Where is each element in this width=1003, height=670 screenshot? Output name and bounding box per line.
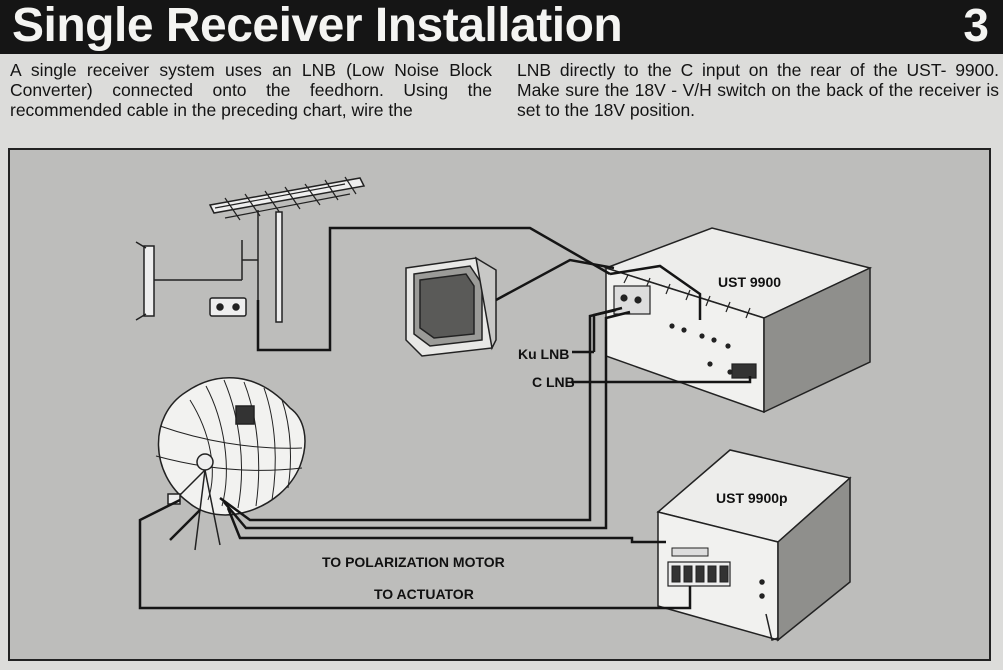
wall-bracket-icon — [135, 241, 242, 321]
positioner-label: UST 9900p — [716, 490, 788, 506]
page-number: 3 — [963, 0, 989, 51]
intro-text-right: LNB directly to the C input on the rear … — [517, 60, 999, 120]
intro-text-left: A single receiver system uses an LNB (Lo… — [10, 60, 492, 120]
receiver-ust9900-icon — [603, 227, 873, 414]
ku-lnb-label: Ku LNB — [518, 346, 570, 362]
splitter-icon — [209, 297, 247, 317]
installation-diagram: UST 9900 UST 9900p Ku LNB C LNB TO POLAR… — [8, 148, 991, 661]
tv-set-icon — [405, 256, 497, 357]
header-bar: Single Receiver Installation 3 — [0, 0, 1003, 54]
satellite-dish-icon — [155, 376, 306, 551]
tv-antenna-icon — [208, 176, 366, 323]
receiver-label: UST 9900 — [718, 274, 782, 290]
actuator-label: TO ACTUATOR — [374, 586, 474, 602]
page-title: Single Receiver Installation — [12, 0, 623, 52]
c-lnb-label: C LNB — [532, 374, 575, 390]
cables — [138, 226, 752, 610]
wiring-diagram-svg — [135, 176, 873, 642]
polarization-motor-label: TO POLARIZATION MOTOR — [322, 554, 505, 570]
positioner-ust9900p-icon — [656, 449, 852, 642]
